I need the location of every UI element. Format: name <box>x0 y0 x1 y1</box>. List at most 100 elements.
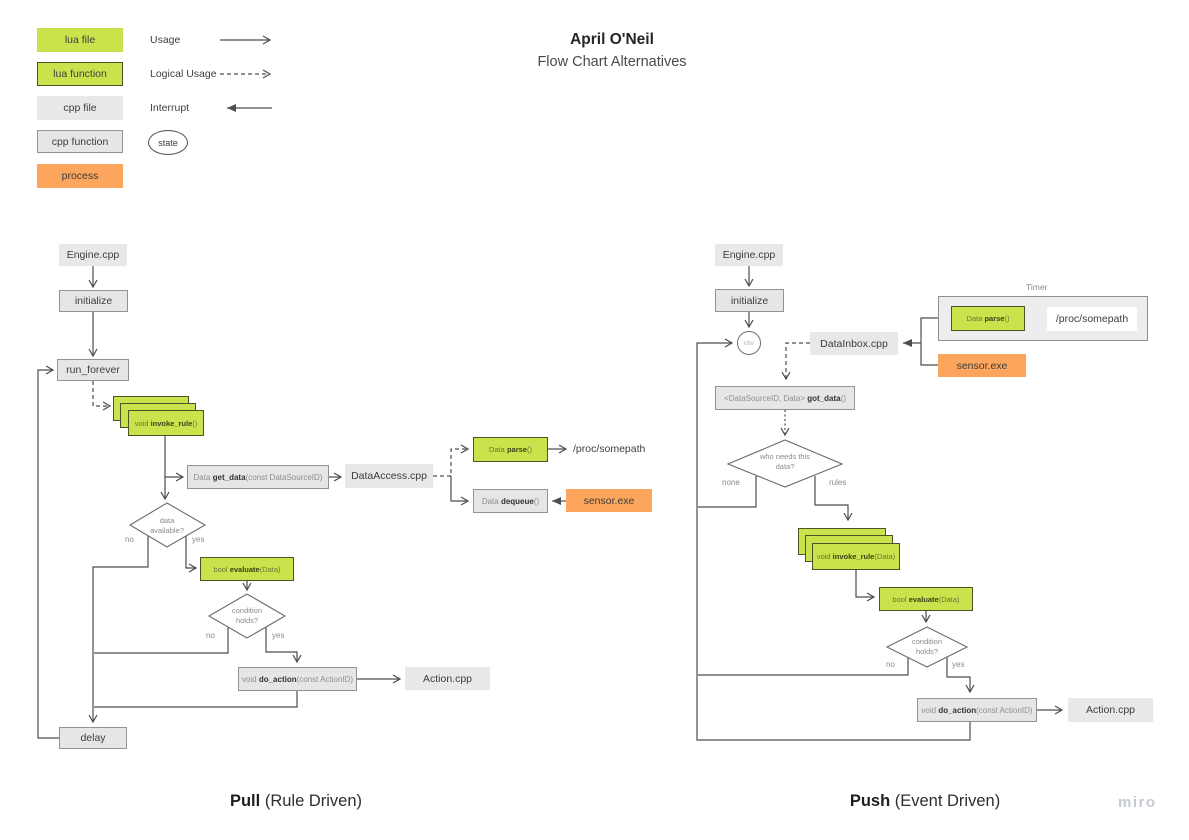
pull-dataaccess-to-parse-dashed <box>433 444 470 477</box>
push-condition-yes-to-doaction <box>946 657 975 694</box>
push-timer-label: Timer <box>1026 282 1048 292</box>
node-label: DataInbox.cpp <box>820 337 888 350</box>
pull-doaction-loop-join <box>94 691 298 708</box>
pull-condition-holds-diamond[interactable] <box>207 593 287 639</box>
pull-do-action-node[interactable]: void do_action(const ActionID) <box>238 667 357 691</box>
miro-logo: miro <box>1118 794 1157 811</box>
pull-invoke-rule-node[interactable]: void invoke_rule() <box>128 410 204 436</box>
node-label: Engine.cpp <box>66 249 120 261</box>
pull-yes2-label: yes <box>272 631 285 640</box>
pull-no-path-to-delay <box>88 536 149 724</box>
node-label: void do_action(const ActionID) <box>241 674 354 684</box>
push-main-loop-to-idle <box>696 338 971 741</box>
pull-no-label: no <box>125 535 134 544</box>
pull-delay-node[interactable]: delay <box>59 727 127 749</box>
node-label: sensor.exe <box>583 494 635 507</box>
legend-label: cpp file <box>63 102 97 114</box>
who-needs-data-diamond[interactable] <box>726 439 844 488</box>
push-condition-no-join <box>698 657 909 676</box>
push-timer-sensor-bracket <box>920 317 938 366</box>
legend-interrupt-label: Interrupt <box>150 102 190 114</box>
legend-usage-label: Usage <box>150 34 181 46</box>
title-subtitle: Flow Chart Alternatives <box>537 54 687 70</box>
push-rules-label: rules <box>829 478 847 487</box>
node-label: Data parse() <box>489 445 532 454</box>
node-label: idle <box>743 339 755 347</box>
node-label: Data get_data(const DataSourceID) <box>193 472 323 482</box>
push-none-label: none <box>722 478 740 487</box>
push-engine-cpp-node[interactable]: Engine.cpp <box>715 244 783 266</box>
data-available-diamond[interactable] <box>128 502 207 548</box>
pull-yes-path-to-evaluate <box>185 536 198 573</box>
push-parse-node[interactable]: Data parse() <box>951 306 1025 331</box>
pull-action-cpp-node[interactable]: Action.cpp <box>405 667 490 690</box>
push-sensor-exe-node[interactable]: sensor.exe <box>938 354 1026 377</box>
node-label: void invoke_rule() <box>134 418 198 428</box>
node-label: /proc/somepath <box>1055 313 1129 325</box>
node-label: <DataSourceID, Data> got_data() <box>724 393 846 403</box>
push-timer-container[interactable]: Data parse() /proc/somepath <box>938 296 1148 341</box>
node-label: bool evaluate(Data) <box>213 564 281 574</box>
pull-dataaccess-to-dequeue <box>450 476 470 506</box>
pull-no2-label: no <box>206 631 215 640</box>
node-label: Data dequeue() <box>481 496 540 506</box>
node-label: Action.cpp <box>1085 704 1136 716</box>
push-do-action-node[interactable]: void do_action(const ActionID) <box>917 698 1037 722</box>
pull-parse-node[interactable]: Data parse() <box>473 437 548 462</box>
title-name: April O'Neil <box>570 31 654 48</box>
node-label: DataAccess.cpp <box>351 470 427 482</box>
pull-condition-no-join <box>94 627 229 654</box>
node-label: Action.cpp <box>422 672 473 685</box>
pull-initialize-node[interactable]: initialize <box>59 290 128 312</box>
push-rules-to-invokerule <box>814 476 853 522</box>
pull-dequeue-node[interactable]: Data dequeue() <box>473 489 548 513</box>
pull-yes-label: yes <box>192 535 205 544</box>
push-action-cpp-node[interactable]: Action.cpp <box>1068 698 1153 722</box>
push-invokerule-to-evaluate <box>855 570 876 602</box>
legend-state-label: state <box>158 137 178 148</box>
push-idle-state-node[interactable]: idle <box>737 331 761 355</box>
legend-label: lua file <box>64 34 96 46</box>
pull-runforever-to-invokerule-dashed <box>92 381 112 411</box>
pull-sensor-exe-node[interactable]: sensor.exe <box>566 489 652 512</box>
push-proc-somepath-node[interactable]: /proc/somepath <box>1047 307 1137 331</box>
push-none-join <box>698 476 757 508</box>
push-evaluate-node[interactable]: bool evaluate(Data) <box>879 587 973 611</box>
legend-swatch-cpp-file[interactable]: cpp file <box>37 96 123 120</box>
legend-state-ellipse[interactable]: state <box>148 130 188 155</box>
legend-swatch-lua-file[interactable]: lua file <box>37 28 123 52</box>
pull-data-access-node[interactable]: DataAccess.cpp <box>345 464 433 488</box>
pull-evaluate-node[interactable]: bool evaluate(Data) <box>200 557 294 581</box>
push-got-data-node[interactable]: <DataSourceID, Data> got_data() <box>715 386 855 410</box>
push-condition-holds-diamond[interactable] <box>885 626 969 668</box>
push-data-inbox-node[interactable]: DataInbox.cpp <box>810 332 898 355</box>
node-label: Data parse() <box>966 314 1010 323</box>
pull-run-forever-node[interactable]: run_forever <box>57 359 129 381</box>
legend-label: cpp function <box>51 135 109 148</box>
push-datainbox-to-gotdata-dashed <box>781 342 810 381</box>
push-no-label: no <box>886 660 895 669</box>
legend-label: process <box>61 170 99 182</box>
node-label: void invoke_rule(Data) <box>816 552 896 561</box>
pull-caption: Pull (Rule Driven) <box>229 792 363 810</box>
push-invoke-rule-node[interactable]: void invoke_rule(Data) <box>812 543 900 570</box>
node-label: Engine.cpp <box>722 249 776 261</box>
pull-engine-cpp-node[interactable]: Engine.cpp <box>59 244 127 266</box>
legend-swatch-process[interactable]: process <box>37 164 123 188</box>
pull-delay-loop-to-runforever <box>37 365 59 739</box>
pull-get-data-node[interactable]: Data get_data(const DataSourceID) <box>187 465 329 489</box>
push-initialize-node[interactable]: initialize <box>715 289 784 312</box>
node-label: sensor.exe <box>956 359 1008 372</box>
board-title: April O'Neil Flow Chart Alternatives <box>412 31 812 70</box>
legend-label: lua function <box>53 68 107 80</box>
legend-swatch-cpp-function[interactable]: cpp function <box>37 130 123 153</box>
pull-proc-somepath-label: /proc/somepath <box>573 443 646 455</box>
node-label: run_forever <box>66 364 120 376</box>
push-caption: Push (Event Driven) <box>849 792 1001 810</box>
legend-swatch-lua-function[interactable]: lua function <box>37 62 123 86</box>
